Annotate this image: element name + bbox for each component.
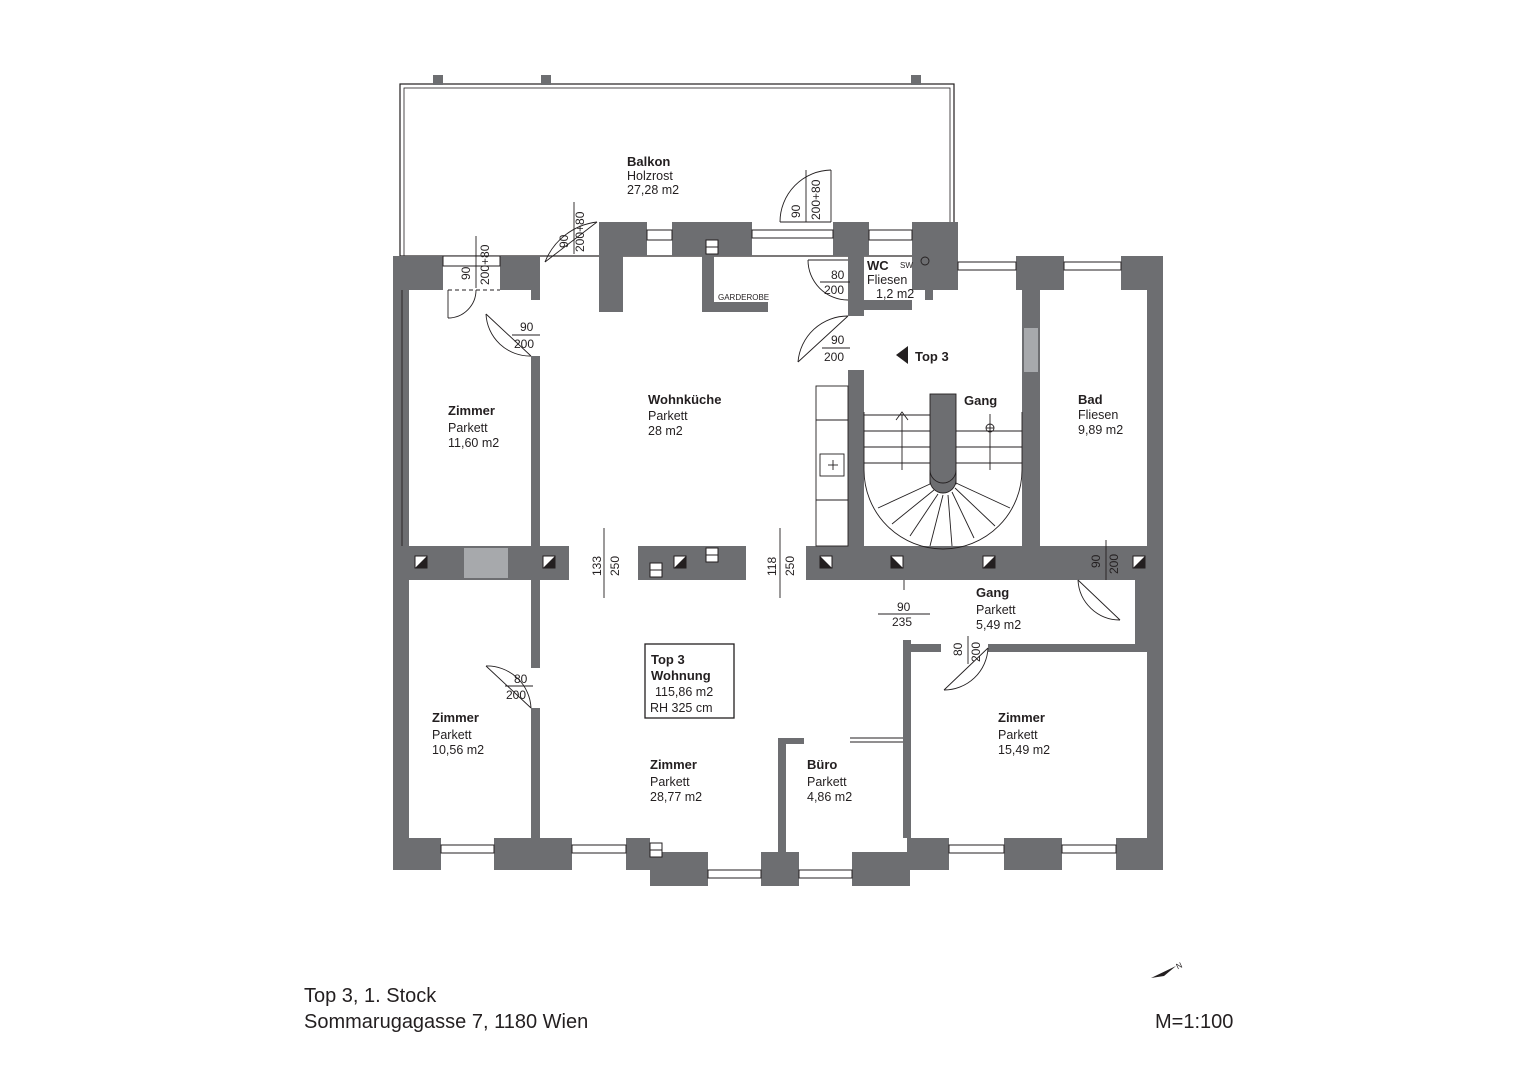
bad-floor: Fliesen bbox=[1078, 408, 1118, 422]
bad-area: 9,89 m2 bbox=[1078, 423, 1123, 437]
zimmer3-area: 28,77 m2 bbox=[650, 790, 702, 804]
dim-gang-h: 235 bbox=[892, 615, 912, 629]
entrance-arrow-icon bbox=[896, 346, 908, 364]
staircase bbox=[863, 393, 1023, 550]
scale-label: M=1:100 bbox=[1155, 1011, 1234, 1033]
doors bbox=[401, 169, 1121, 743]
summary-line1: Top 3 bbox=[651, 652, 685, 667]
balkon-name: Balkon bbox=[627, 154, 670, 169]
zimmer2-area: 10,56 m2 bbox=[432, 743, 484, 757]
buero-area: 4,86 m2 bbox=[807, 790, 852, 804]
summary-line4: RH 325 cm bbox=[650, 701, 713, 715]
zimmer4-name: Zimmer bbox=[998, 710, 1045, 725]
dim-gang-w: 90 bbox=[897, 600, 911, 614]
dim-wc-w: 80 bbox=[831, 268, 845, 282]
kitchen-counter bbox=[815, 385, 849, 547]
dim-entry-w: 90 bbox=[831, 333, 845, 347]
wc-name: WC bbox=[867, 258, 889, 273]
dim-bad-h: 200 bbox=[1107, 554, 1121, 574]
dim-balk-right-w: 90 bbox=[789, 204, 803, 218]
north-label: N bbox=[1175, 961, 1184, 972]
dim-balk-mid-h: 200+80 bbox=[573, 211, 587, 252]
dim-balk-left-h: 200+80 bbox=[478, 244, 492, 285]
zimmer3-floor: Parkett bbox=[650, 775, 690, 789]
wc-floor: Fliesen bbox=[867, 273, 907, 287]
zimmer2-name: Zimmer bbox=[432, 710, 479, 725]
dim-balk-mid-w: 90 bbox=[557, 234, 571, 248]
zimmer3-name: Zimmer bbox=[650, 757, 697, 772]
dim-entry-h: 200 bbox=[824, 350, 844, 364]
zimmer1-name: Zimmer bbox=[448, 403, 495, 418]
zimmer4-floor: Parkett bbox=[998, 728, 1038, 742]
dim-z1-h: 200 bbox=[514, 337, 534, 351]
wc-tag-icon bbox=[920, 256, 930, 266]
summary-box bbox=[644, 643, 735, 719]
footer-address-block: Top 3, 1. Stock Sommarugagasse 7, 1180 W… bbox=[304, 983, 588, 1035]
garderobe-label: GARDEROBE bbox=[718, 293, 769, 302]
zimmer4-area: 15,49 m2 bbox=[998, 743, 1050, 757]
dim-wc-h: 200 bbox=[824, 283, 844, 297]
bad-name: Bad bbox=[1078, 392, 1103, 407]
sink-icon bbox=[819, 453, 845, 477]
dim-open2-h: 250 bbox=[783, 556, 797, 576]
dim-z2-w: 80 bbox=[514, 672, 528, 686]
dim-z2-h: 200 bbox=[506, 688, 526, 702]
zimmer2-floor: Parkett bbox=[432, 728, 472, 742]
footer-line2: Sommarugagasse 7, 1180 Wien bbox=[304, 1011, 589, 1033]
gang2-name: Gang bbox=[976, 585, 1009, 600]
dim-z1-w: 90 bbox=[520, 320, 534, 334]
exterior-walls bbox=[393, 222, 1163, 886]
dim-z4-w: 80 bbox=[951, 642, 965, 656]
windows bbox=[440, 229, 1122, 879]
summary-line3: 115,86 m2 bbox=[655, 685, 713, 699]
buero-name: Büro bbox=[807, 757, 837, 772]
column-markers bbox=[414, 239, 1146, 858]
wohnkueche-area: 28 m2 bbox=[648, 424, 683, 438]
wohnkueche-name: Wohnküche bbox=[648, 392, 721, 407]
north-arrow-icon: N bbox=[1151, 961, 1184, 978]
dim-bad-w: 90 bbox=[1089, 554, 1103, 568]
stair-up-arrow-icon bbox=[895, 411, 909, 421]
dim-open1-h: 250 bbox=[608, 556, 622, 576]
zimmer1-area: 11,60 m2 bbox=[448, 436, 499, 450]
dim-open2-w: 118 bbox=[765, 557, 779, 576]
balkon-floor: Holzrost bbox=[627, 169, 673, 183]
balkon-area: 27,28 m2 bbox=[627, 183, 679, 197]
footer-line1: Top 3, 1. Stock bbox=[304, 985, 437, 1007]
summary-line2: Wohnung bbox=[651, 668, 711, 683]
interior-walls bbox=[409, 256, 1147, 852]
zimmer1-floor: Parkett bbox=[448, 421, 488, 435]
entrance-label: Top 3 bbox=[915, 349, 949, 364]
gang2-floor: Parkett bbox=[976, 603, 1016, 617]
gang2-area: 5,49 m2 bbox=[976, 618, 1021, 632]
dim-z4-h: 200 bbox=[969, 642, 983, 662]
gang1-name: Gang bbox=[964, 393, 997, 408]
wc-area: 1,2 m2 bbox=[876, 287, 914, 301]
wc-tag: SW bbox=[900, 261, 913, 270]
wohnkueche-floor: Parkett bbox=[648, 409, 688, 423]
buero-floor: Parkett bbox=[807, 775, 847, 789]
opening-dimension-lines bbox=[603, 528, 905, 598]
dim-balk-right-h: 200+80 bbox=[809, 179, 823, 220]
dim-balk-left-w: 90 bbox=[459, 266, 473, 280]
dim-open1-w: 133 bbox=[590, 556, 604, 576]
